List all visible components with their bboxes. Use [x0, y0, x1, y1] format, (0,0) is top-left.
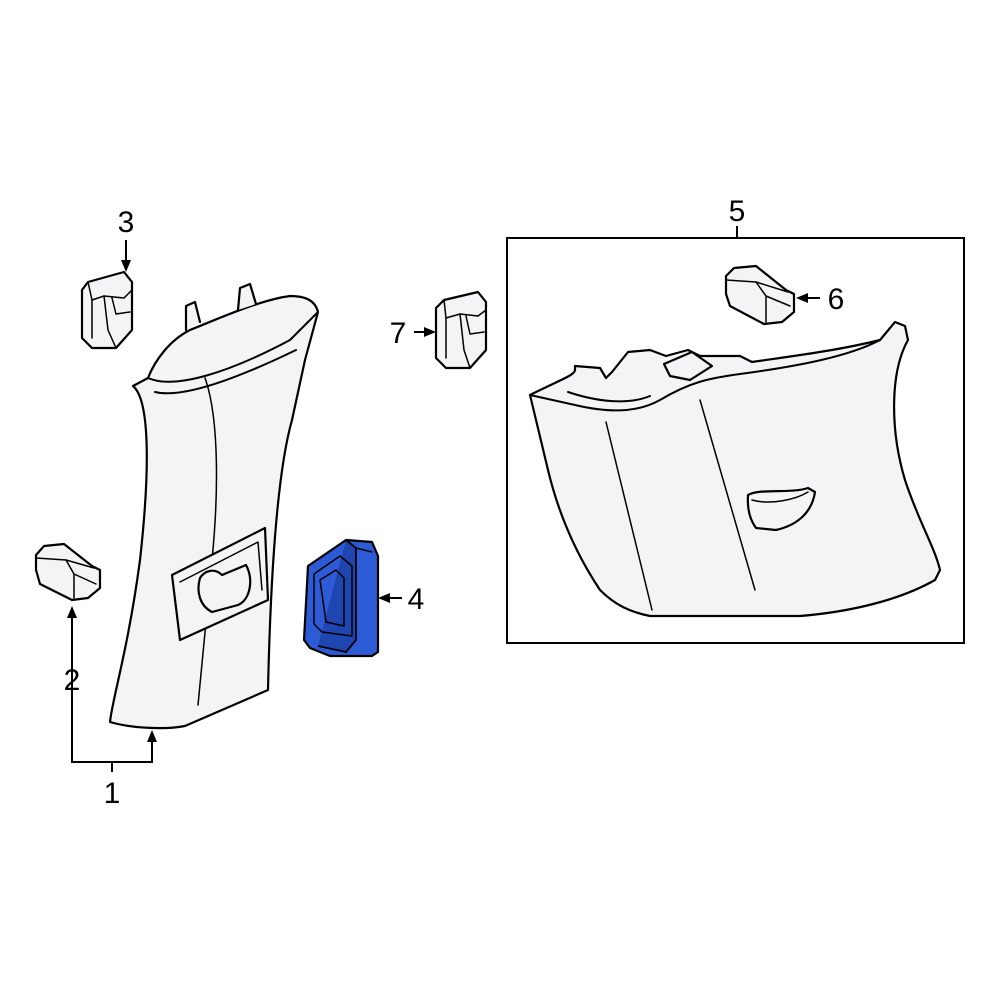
callout-2: 2	[64, 664, 81, 697]
callout-4: 4	[408, 583, 425, 616]
callout-5: 5	[729, 195, 746, 228]
part-3-clip[interactable]	[80, 270, 134, 350]
callout-1: 1	[104, 777, 121, 810]
part-1-pillar-trim[interactable]	[108, 282, 320, 730]
callout-7: 7	[390, 317, 407, 350]
callout-6: 6	[828, 283, 845, 316]
leader-3	[121, 240, 131, 272]
callout-3: 3	[118, 206, 135, 239]
leader-4	[378, 593, 402, 603]
part-2-clip[interactable]	[34, 542, 102, 602]
part-5-assembly-box	[506, 237, 965, 644]
leader-7	[414, 327, 436, 337]
leader-2	[67, 606, 77, 660]
leader-1	[71, 620, 157, 772]
part-7-clip[interactable]	[434, 290, 488, 370]
leader-6	[796, 293, 820, 303]
part-5-lower-trim[interactable]	[528, 320, 942, 618]
part-4-bracket[interactable]	[302, 538, 380, 658]
part-6-clip[interactable]	[724, 264, 796, 326]
